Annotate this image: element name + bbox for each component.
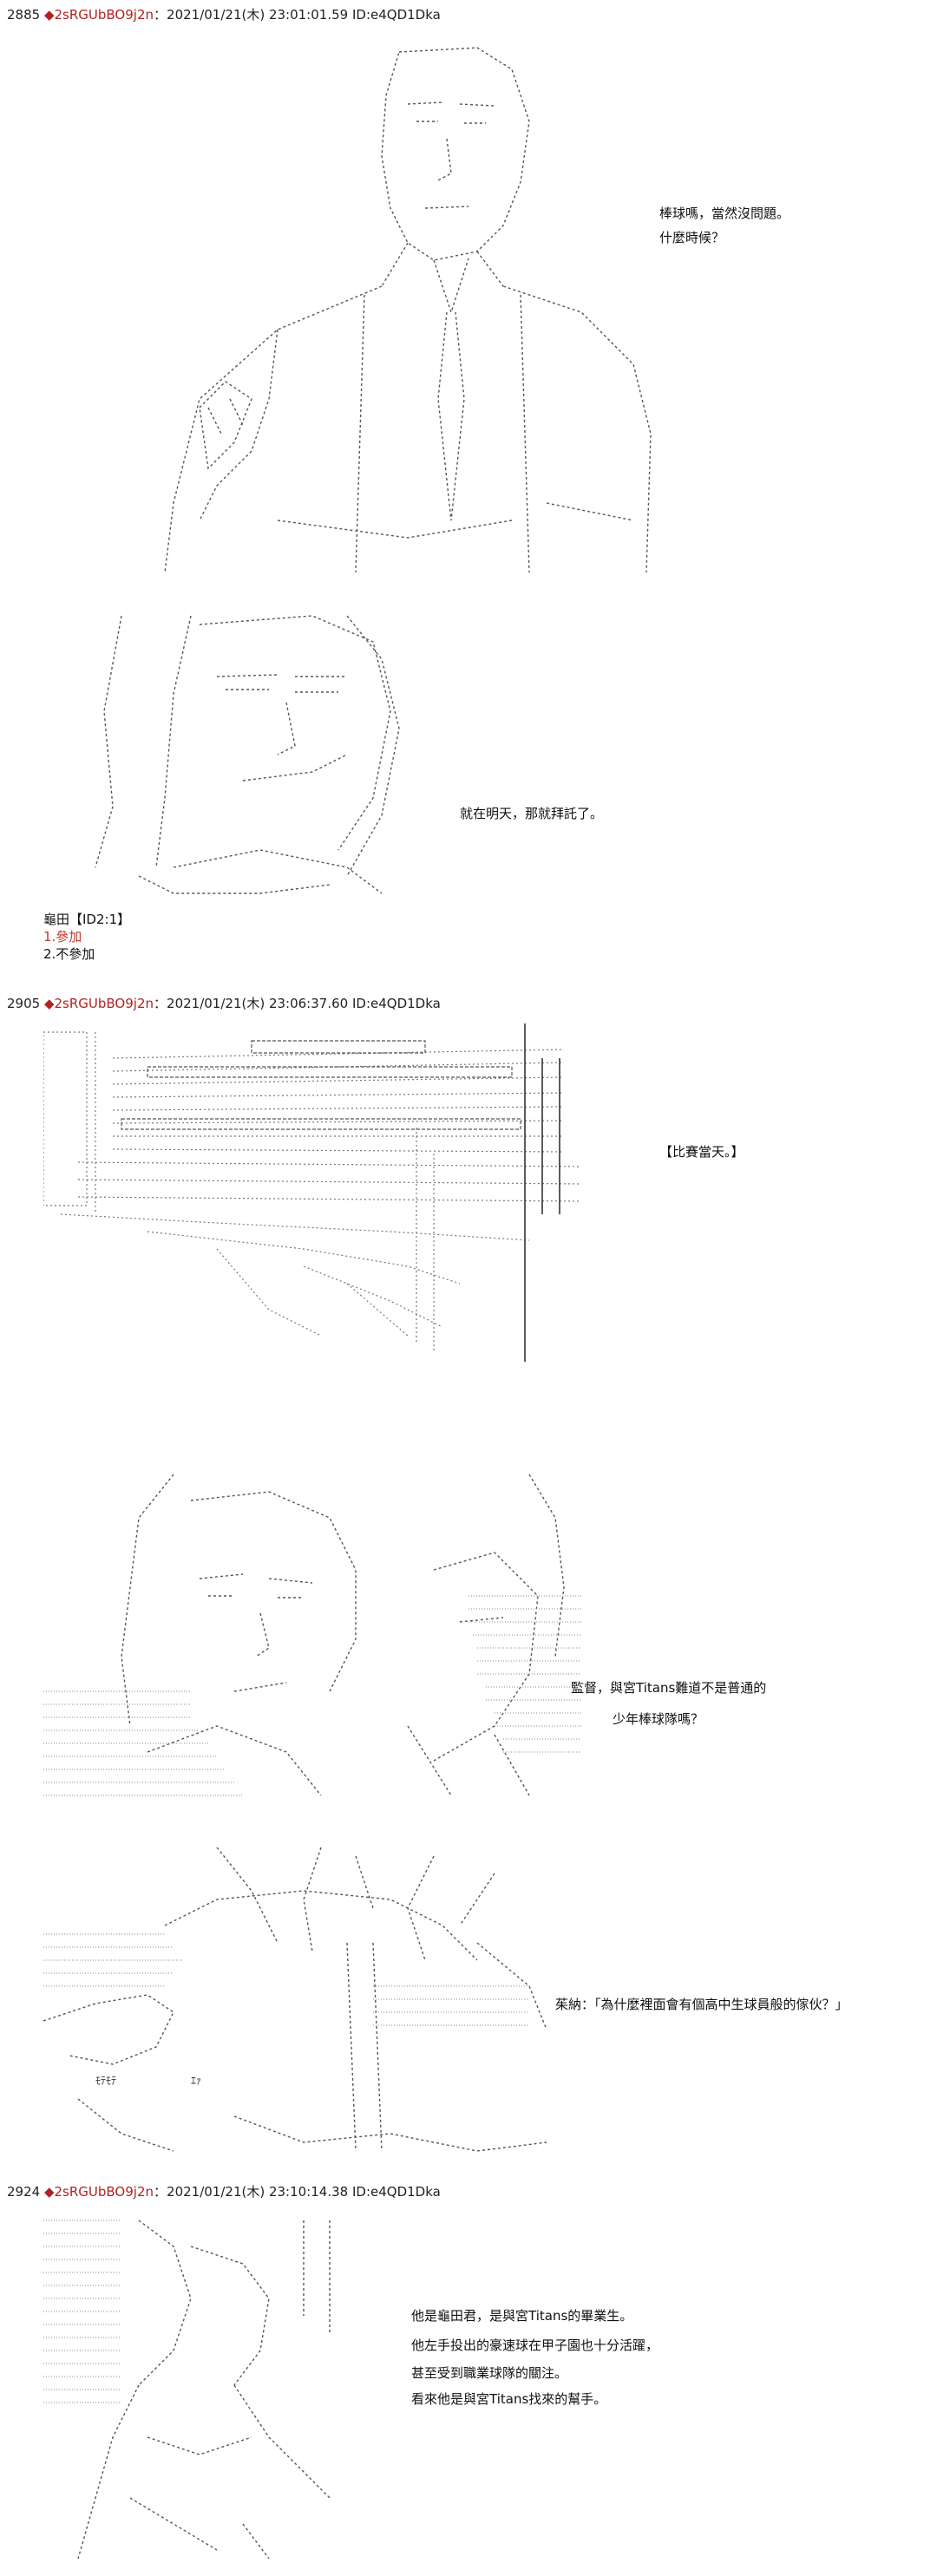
dialogue-line: 茱納：「為什麼裡面會有個高中生球員般的傢伙？」 (555, 1997, 849, 2012)
ascii-art-crowd-scene: ﾓﾃﾓﾃ ｴｧ (43, 1839, 573, 2160)
post-number[interactable]: 2885 (7, 7, 41, 23)
dialogue-line: 少年棒球隊嗎？ (613, 1711, 704, 1727)
dialogue-2905-a: 【比賽當天。】 (659, 1140, 744, 1164)
poster-name: ◆2sRGUbBO9j2n (43, 996, 154, 1011)
vote-option-decline[interactable]: 2.不參加 (43, 946, 95, 962)
dialogue-line: 監督，與宮Titans難道不是普通的 (571, 1680, 767, 1696)
vote-box: 龜田【ID2:1】 1.參加 2.不參加 (43, 911, 130, 963)
separator: ： (154, 996, 167, 1011)
separator: ： (154, 2184, 167, 2200)
post-header-2885: 2885 ◆2sRGUbBO9j2n：2021/01/21(木) 23:01:0… (7, 5, 441, 23)
post-header-2905: 2905 ◆2sRGUbBO9j2n：2021/01/21(木) 23:06:3… (7, 994, 441, 1012)
post-header-2924: 2924 ◆2sRGUbBO9j2n：2021/01/21(木) 23:10:1… (7, 2182, 441, 2200)
dialogue-2905-c: 茱納：「為什麼裡面會有個高中生球員般的傢伙？」 (555, 1992, 849, 2017)
ascii-art-two-characters (43, 1466, 599, 1804)
post-datetime: 2021/01/21(木) 23:01:01.59 (167, 7, 349, 23)
ascii-art-stadium (43, 1023, 590, 1362)
dialogue-line: 就在明天，那就拜託了。 (460, 806, 604, 821)
ascii-art-man-suit (147, 35, 668, 572)
poster-name: ◆2sRGUbBO9j2n (43, 2184, 154, 2200)
poster-id[interactable]: ID:e4QD1Dka (351, 2184, 441, 2200)
poster-name: ◆2sRGUbBO9j2n (43, 7, 154, 23)
post-datetime: 2021/01/21(木) 23:06:37.60 (167, 996, 349, 1011)
dialogue-line: 他是龜田君，是與宮Titans的畢業生。 (411, 2308, 633, 2324)
dialogue-line: 什麼時候？ (659, 230, 725, 245)
art-label-ea: ｴｧ (191, 2075, 202, 2087)
dialogue-line: 看來他是與宮Titans找來的幫手。 (411, 2391, 607, 2407)
dialogue-line: 棒球嗎，當然沒問題。 (659, 206, 790, 221)
dialogue-2905-b2: 少年棒球隊嗎？ (613, 1707, 704, 1731)
ascii-art-long-hair-character (87, 607, 434, 902)
vote-option-join[interactable]: 1.參加 (43, 929, 82, 945)
post-number[interactable]: 2905 (7, 996, 41, 1011)
art-label-monte: ﾓﾃﾓﾃ (95, 2075, 117, 2087)
dialogue-line: 他左手投出的豪速球在甲子園也十分活躍， (411, 2337, 659, 2353)
dialogue-line: 甚至受到職業球隊的關注。 (411, 2365, 568, 2381)
dialogue-2885-b: 就在明天，那就拜託了。 (460, 801, 603, 826)
post-number[interactable]: 2924 (7, 2184, 41, 2200)
vote-title: 龜田【ID2:1】 (43, 912, 131, 927)
poster-id[interactable]: ID:e4QD1Dka (351, 996, 441, 1011)
poster-id[interactable]: ID:e4QD1Dka (351, 7, 441, 23)
dialogue-2905-b: 監督，與宮Titans難道不是普通的 (571, 1676, 766, 1700)
dialogue-line: 【比賽當天。】 (659, 1144, 744, 1160)
post-datetime: 2021/01/21(木) 23:10:14.38 (167, 2184, 349, 2200)
separator: ： (154, 7, 167, 23)
ascii-art-pitcher (43, 2212, 356, 2567)
dialogue-2924: 他是龜田君，是與宮Titans的畢業生。 他左手投出的豪速球在甲子園也十分活躍，… (411, 2304, 659, 2411)
dialogue-2885-a: 棒球嗎，當然沒問題。 什麼時候？ (659, 201, 790, 250)
